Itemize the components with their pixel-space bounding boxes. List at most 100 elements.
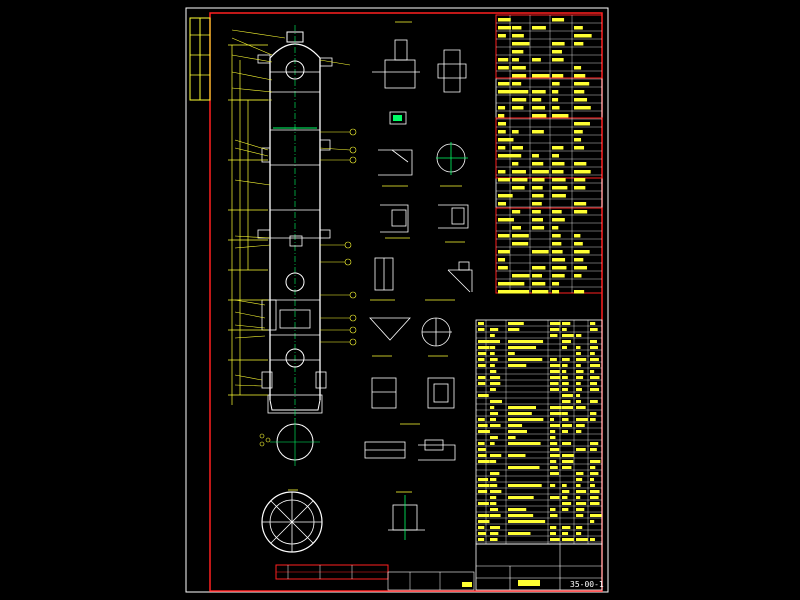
illegible-text <box>508 514 534 517</box>
illegible-text <box>512 98 527 102</box>
illegible-text <box>576 358 587 361</box>
illegible-text <box>512 106 524 110</box>
illegible-text <box>574 130 583 134</box>
illegible-text <box>498 58 509 62</box>
illegible-text <box>552 242 562 246</box>
illegible-text <box>490 496 497 499</box>
tower-dimension-chain <box>228 44 268 405</box>
illegible-text <box>532 154 539 158</box>
illegible-text <box>490 400 502 403</box>
illegible-text <box>490 460 497 463</box>
illegible-text <box>550 460 557 463</box>
illegible-text <box>512 146 523 150</box>
illegible-text <box>552 290 560 294</box>
illegible-text <box>508 454 526 457</box>
illegible-text <box>576 526 583 529</box>
illegible-text <box>512 50 524 54</box>
illegible-text <box>532 186 543 190</box>
illegible-text <box>552 210 562 214</box>
illegible-text <box>576 400 581 403</box>
illegible-text <box>490 340 501 343</box>
detail-weld-1 <box>378 142 468 176</box>
illegible-text <box>550 328 560 331</box>
illegible-text <box>532 210 541 214</box>
illegible-text <box>576 502 587 505</box>
illegible-text <box>562 370 567 373</box>
illegible-text <box>562 322 571 325</box>
illegible-text <box>552 162 565 166</box>
illegible-text <box>576 334 582 337</box>
illegible-text <box>498 34 506 38</box>
illegible-text <box>498 218 514 222</box>
illegible-text <box>490 346 496 349</box>
illegible-text <box>552 186 568 190</box>
illegible-text <box>574 122 590 126</box>
illegible-text <box>590 502 600 505</box>
illegible-text <box>574 210 588 214</box>
illegible-text <box>574 290 585 294</box>
illegible-text <box>590 472 599 475</box>
sheet-border <box>185 7 609 593</box>
technical-data-table <box>495 14 603 294</box>
illegible-text <box>550 526 557 529</box>
illegible-text <box>498 130 506 134</box>
illegible-text <box>574 66 582 70</box>
illegible-text <box>490 352 495 355</box>
illegible-text <box>562 394 573 397</box>
illegible-text <box>590 382 598 385</box>
illegible-text <box>576 424 585 427</box>
illegible-text <box>498 234 510 238</box>
illegible-text <box>478 376 486 379</box>
illegible-text <box>562 466 572 469</box>
illegible-text <box>574 34 592 38</box>
illegible-text <box>490 502 497 505</box>
illegible-text <box>576 514 584 517</box>
illegible-text <box>512 178 528 182</box>
illegible-text <box>478 394 489 397</box>
parts-list-table <box>475 319 603 545</box>
illegible-text <box>498 290 516 294</box>
illegible-text <box>552 266 567 270</box>
illegible-text <box>532 226 545 230</box>
illegible-text <box>562 328 567 331</box>
illegible-text <box>478 538 485 541</box>
illegible-text <box>562 412 568 415</box>
illegible-text <box>508 520 546 523</box>
illegible-text <box>498 178 510 182</box>
illegible-text <box>590 538 595 541</box>
illegible-text <box>512 42 530 46</box>
illegible-text <box>508 424 523 427</box>
illegible-text <box>562 400 571 403</box>
illegible-text <box>498 106 506 110</box>
illegible-text <box>576 484 581 487</box>
illegible-text <box>576 478 583 481</box>
illegible-text <box>550 322 561 325</box>
illegible-text <box>498 282 514 286</box>
illegible-text <box>574 258 584 262</box>
illegible-text <box>550 424 561 427</box>
illegible-text <box>550 412 562 415</box>
revision-table <box>275 564 475 591</box>
illegible-text <box>490 382 501 385</box>
illegible-text <box>532 218 544 222</box>
illegible-text <box>490 388 496 391</box>
illegible-text <box>590 514 602 517</box>
illegible-text <box>574 274 582 278</box>
illegible-text <box>490 370 497 373</box>
illegible-text <box>576 418 588 421</box>
illegible-text <box>512 226 522 230</box>
illegible-text <box>562 526 571 529</box>
left-margin-strip <box>189 17 211 101</box>
illegible-text <box>562 418 569 421</box>
illegible-text <box>550 514 558 517</box>
illegible-text <box>498 250 510 254</box>
illegible-text <box>508 352 515 355</box>
illegible-text <box>512 170 526 174</box>
illegible-text <box>490 412 499 415</box>
illegible-text <box>508 496 534 499</box>
illegible-text <box>498 66 509 70</box>
illegible-text <box>590 370 595 373</box>
base-ring-plan-view <box>261 489 323 553</box>
illegible-text <box>512 274 530 278</box>
